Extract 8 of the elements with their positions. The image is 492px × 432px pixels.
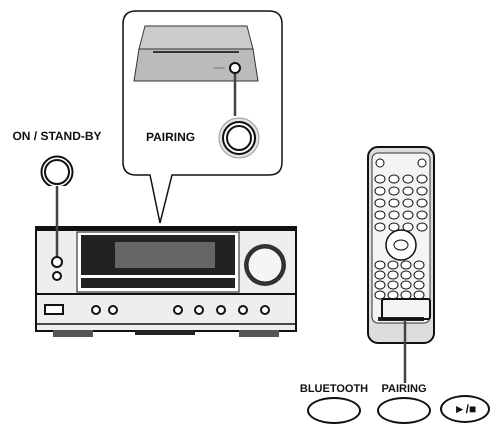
button-label: PAIRING (146, 131, 196, 145)
leader-line (234, 74, 236, 116)
leader-line (404, 320, 406, 383)
leader-line (56, 186, 58, 256)
button-label: ON / STAND-BY (12, 130, 102, 144)
play-stop-button: ►/■ (440, 395, 490, 423)
button-label: PAIRING (381, 383, 427, 396)
button-label: BLUETOOTH (300, 383, 368, 396)
